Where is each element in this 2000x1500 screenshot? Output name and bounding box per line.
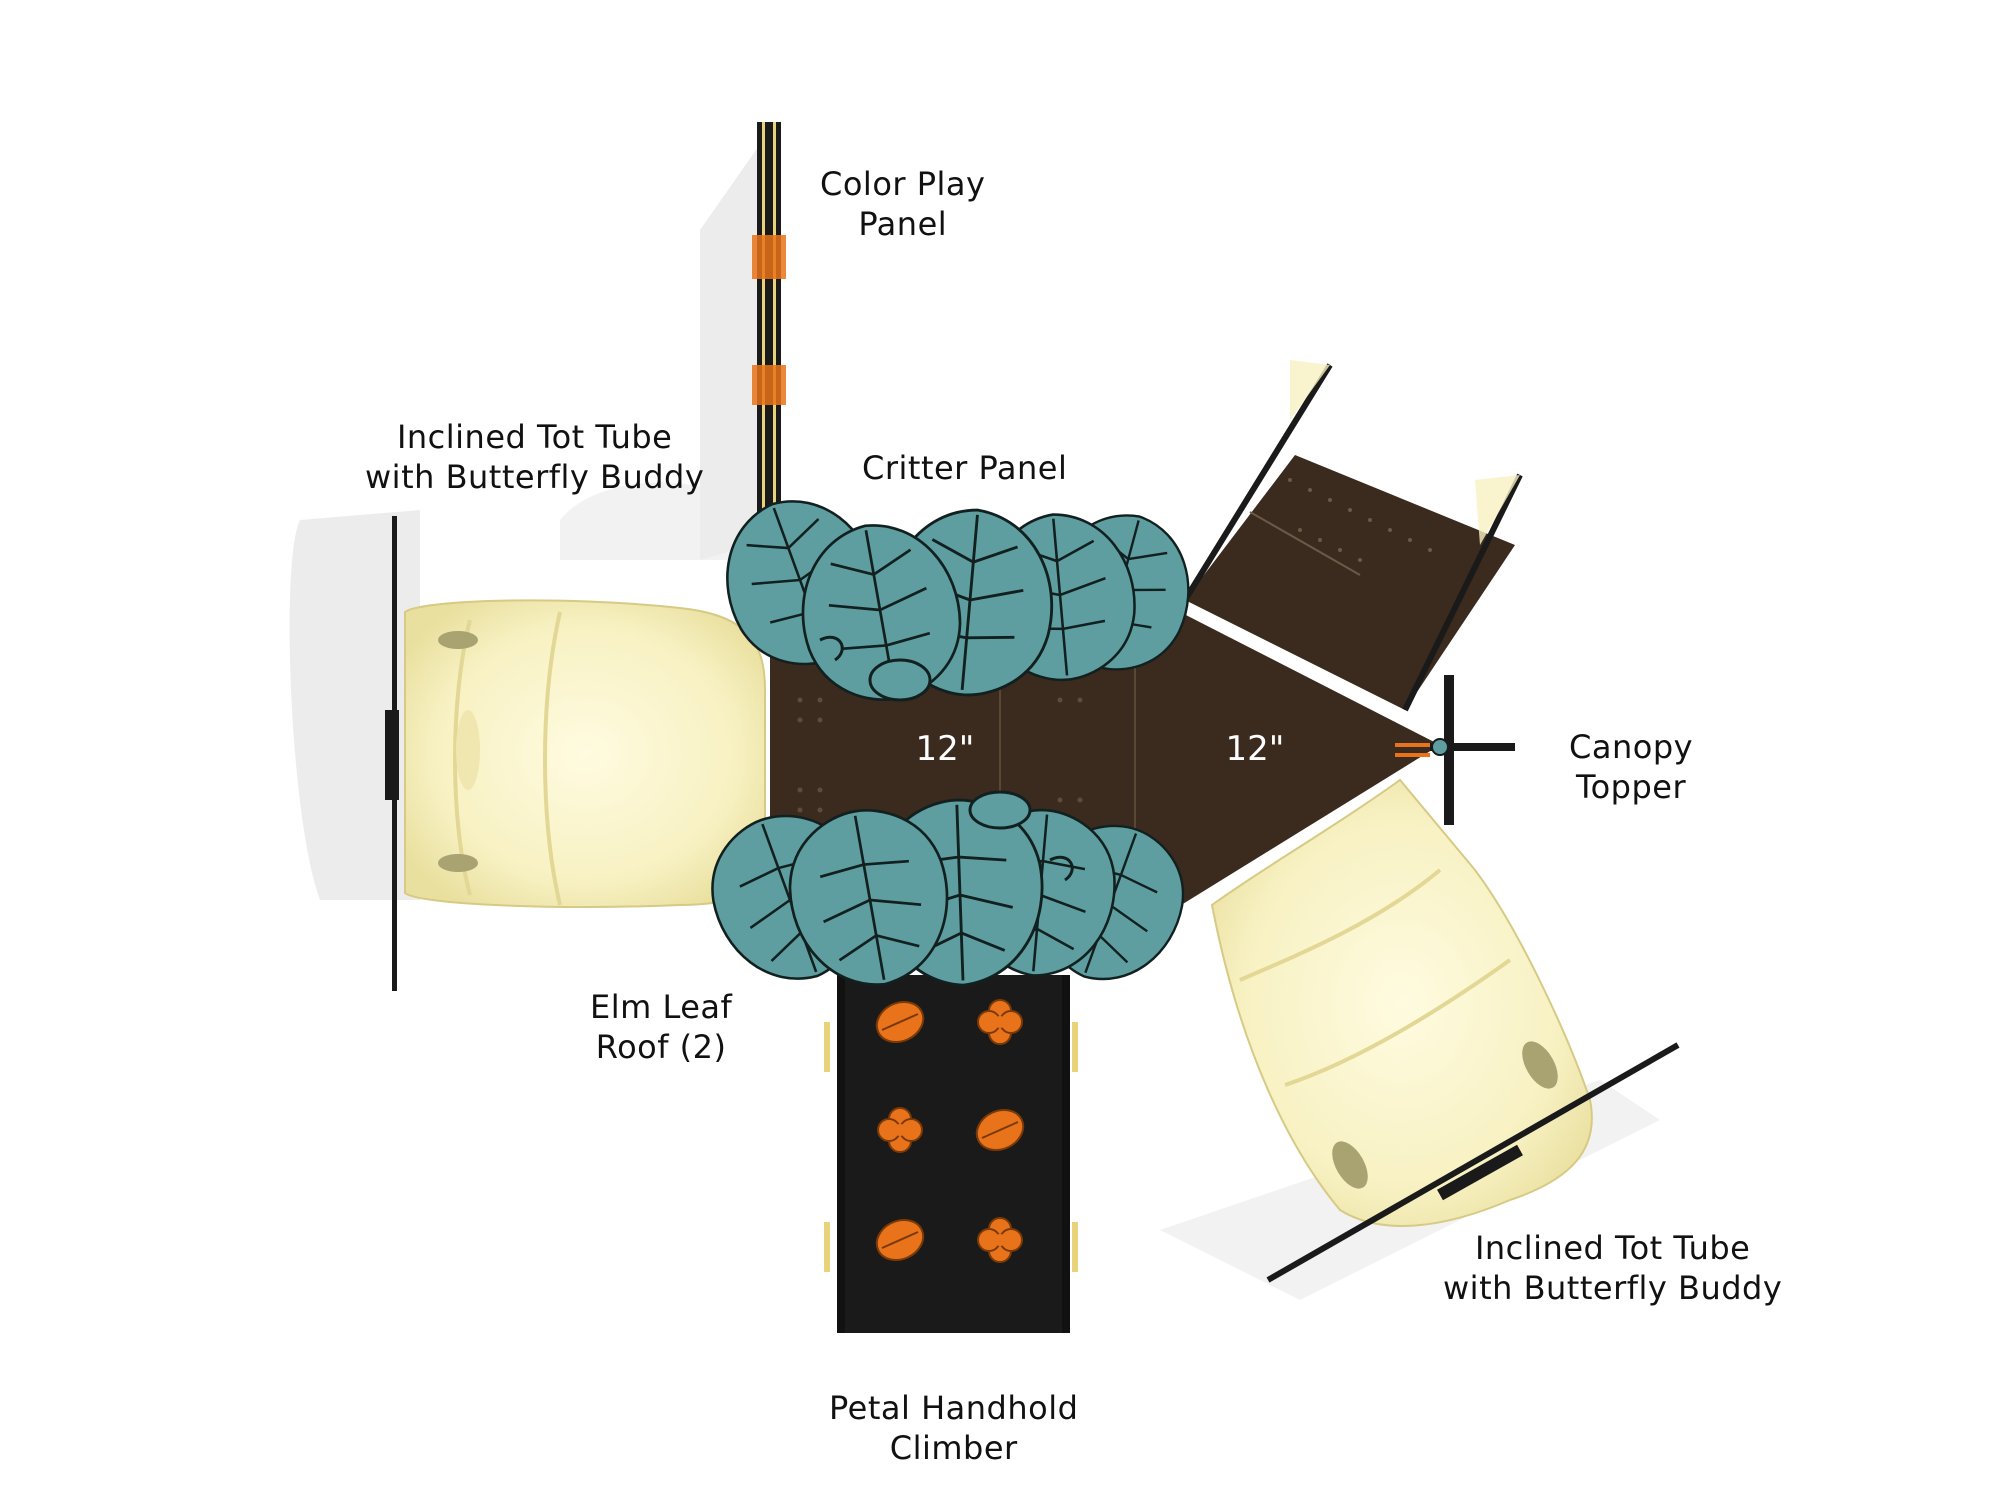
canopy-topper [1430,675,1515,825]
critter-frog [868,658,932,702]
deck-perforations [797,697,1083,813]
label-critter-panel: Critter Panel [862,449,1068,487]
label-canopy-topper: Canopy Topper [1569,728,1694,806]
label-tot-tube-right: Inclined Tot Tube with Butterfly Buddy [1443,1229,1783,1307]
deck-height-right: 12" [1226,729,1285,769]
elm-leaf-roof-top [701,477,1208,714]
label-elm-leaf-roof: Elm Leaf Roof (2) [590,988,733,1066]
tot-tube-left [385,516,766,991]
upper-right-deck-extension [1182,360,1523,712]
critter-butterfly-icon [1049,856,1074,882]
petal-handhold-climber [824,975,1078,1333]
tot-tube-right [1210,778,1680,1283]
label-color-play-panel: Color Play Panel [820,165,986,243]
color-play-panel [752,122,786,534]
deck-height-left: 12" [916,729,975,769]
critter-butterfly-icon [819,636,844,662]
elm-leaf-roof-bottom [690,790,1204,1003]
critter-frog [968,790,1032,830]
label-petal-handhold-climber: Petal Handhold Climber [829,1389,1079,1467]
label-tot-tube-left: Inclined Tot Tube with Butterfly Buddy [365,418,705,496]
